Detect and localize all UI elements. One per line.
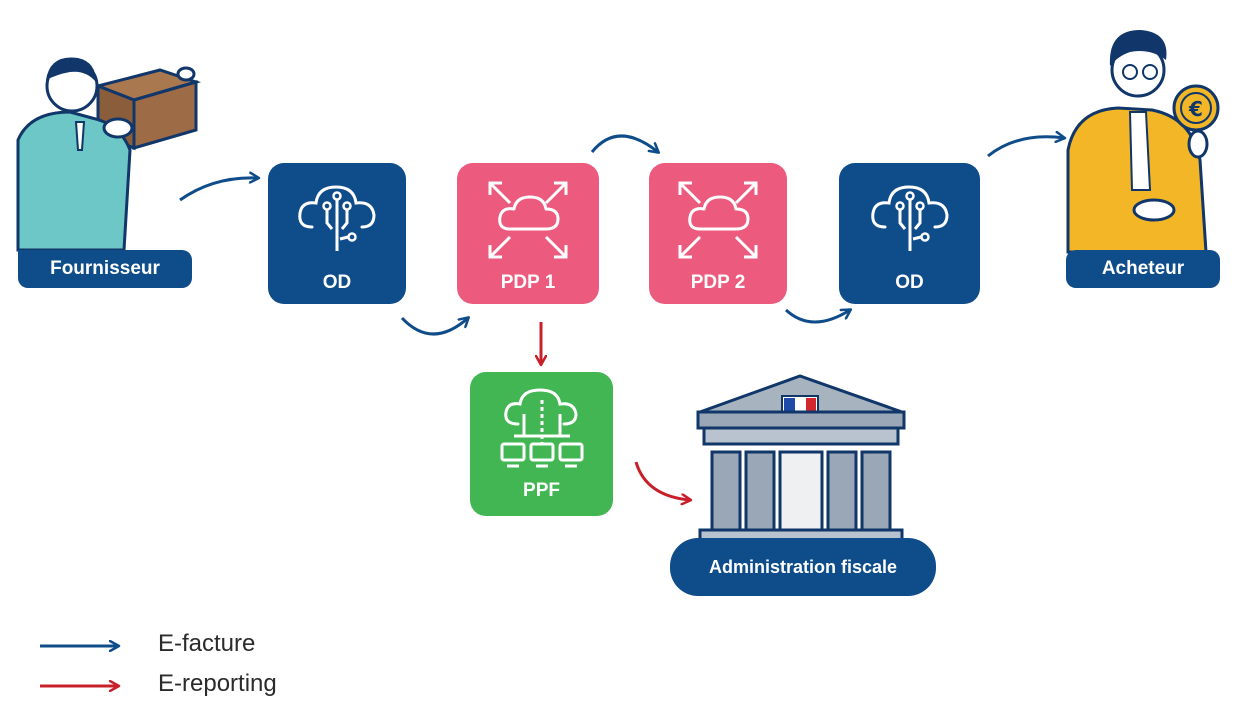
legend-ereporting-label: E-reporting bbox=[158, 670, 277, 697]
buyer-label: Acheteur bbox=[1066, 250, 1220, 288]
cloud-expand-arrows-icon bbox=[488, 181, 568, 259]
pdp1-node: PDP 1 bbox=[457, 163, 599, 304]
arrow-pdp2-to-od bbox=[784, 310, 850, 324]
tax-administration-building bbox=[696, 374, 906, 544]
legend-efacture-label: E-facture bbox=[158, 630, 256, 657]
cloud-network-computers-icon bbox=[500, 388, 583, 468]
od-node-right: OD bbox=[839, 163, 980, 304]
cloud-circuit-icon bbox=[298, 185, 376, 251]
cloud-expand-arrows-icon bbox=[678, 181, 758, 259]
pdp2-label: PDP 2 bbox=[690, 272, 746, 293]
arrow-pdp1-to-pdp2 bbox=[590, 134, 658, 152]
pdp2-node: PDP 2 bbox=[649, 163, 787, 304]
buyer-illustration: € bbox=[1066, 30, 1220, 254]
od-left-label: OD bbox=[322, 272, 352, 293]
arrow-od-to-buyer bbox=[987, 137, 1064, 158]
ppf-node: PPF bbox=[470, 372, 613, 516]
od-node-left: OD bbox=[268, 163, 406, 304]
ppf-label: PPF bbox=[523, 480, 560, 501]
arrow-ppf-to-tax-admin bbox=[634, 461, 690, 500]
od-right-label: OD bbox=[895, 272, 924, 293]
supplier-label: Fournisseur bbox=[18, 250, 192, 288]
tax-admin-label: Administration fiscale bbox=[670, 538, 936, 596]
cloud-circuit-icon bbox=[870, 185, 949, 251]
pdp1-label: PDP 1 bbox=[500, 272, 556, 293]
arrow-od-to-pdp1 bbox=[400, 318, 468, 336]
supplier-illustration bbox=[16, 57, 202, 252]
euro-symbol-icon: € bbox=[1188, 97, 1203, 121]
arrow-supplier-to-od bbox=[179, 178, 258, 202]
